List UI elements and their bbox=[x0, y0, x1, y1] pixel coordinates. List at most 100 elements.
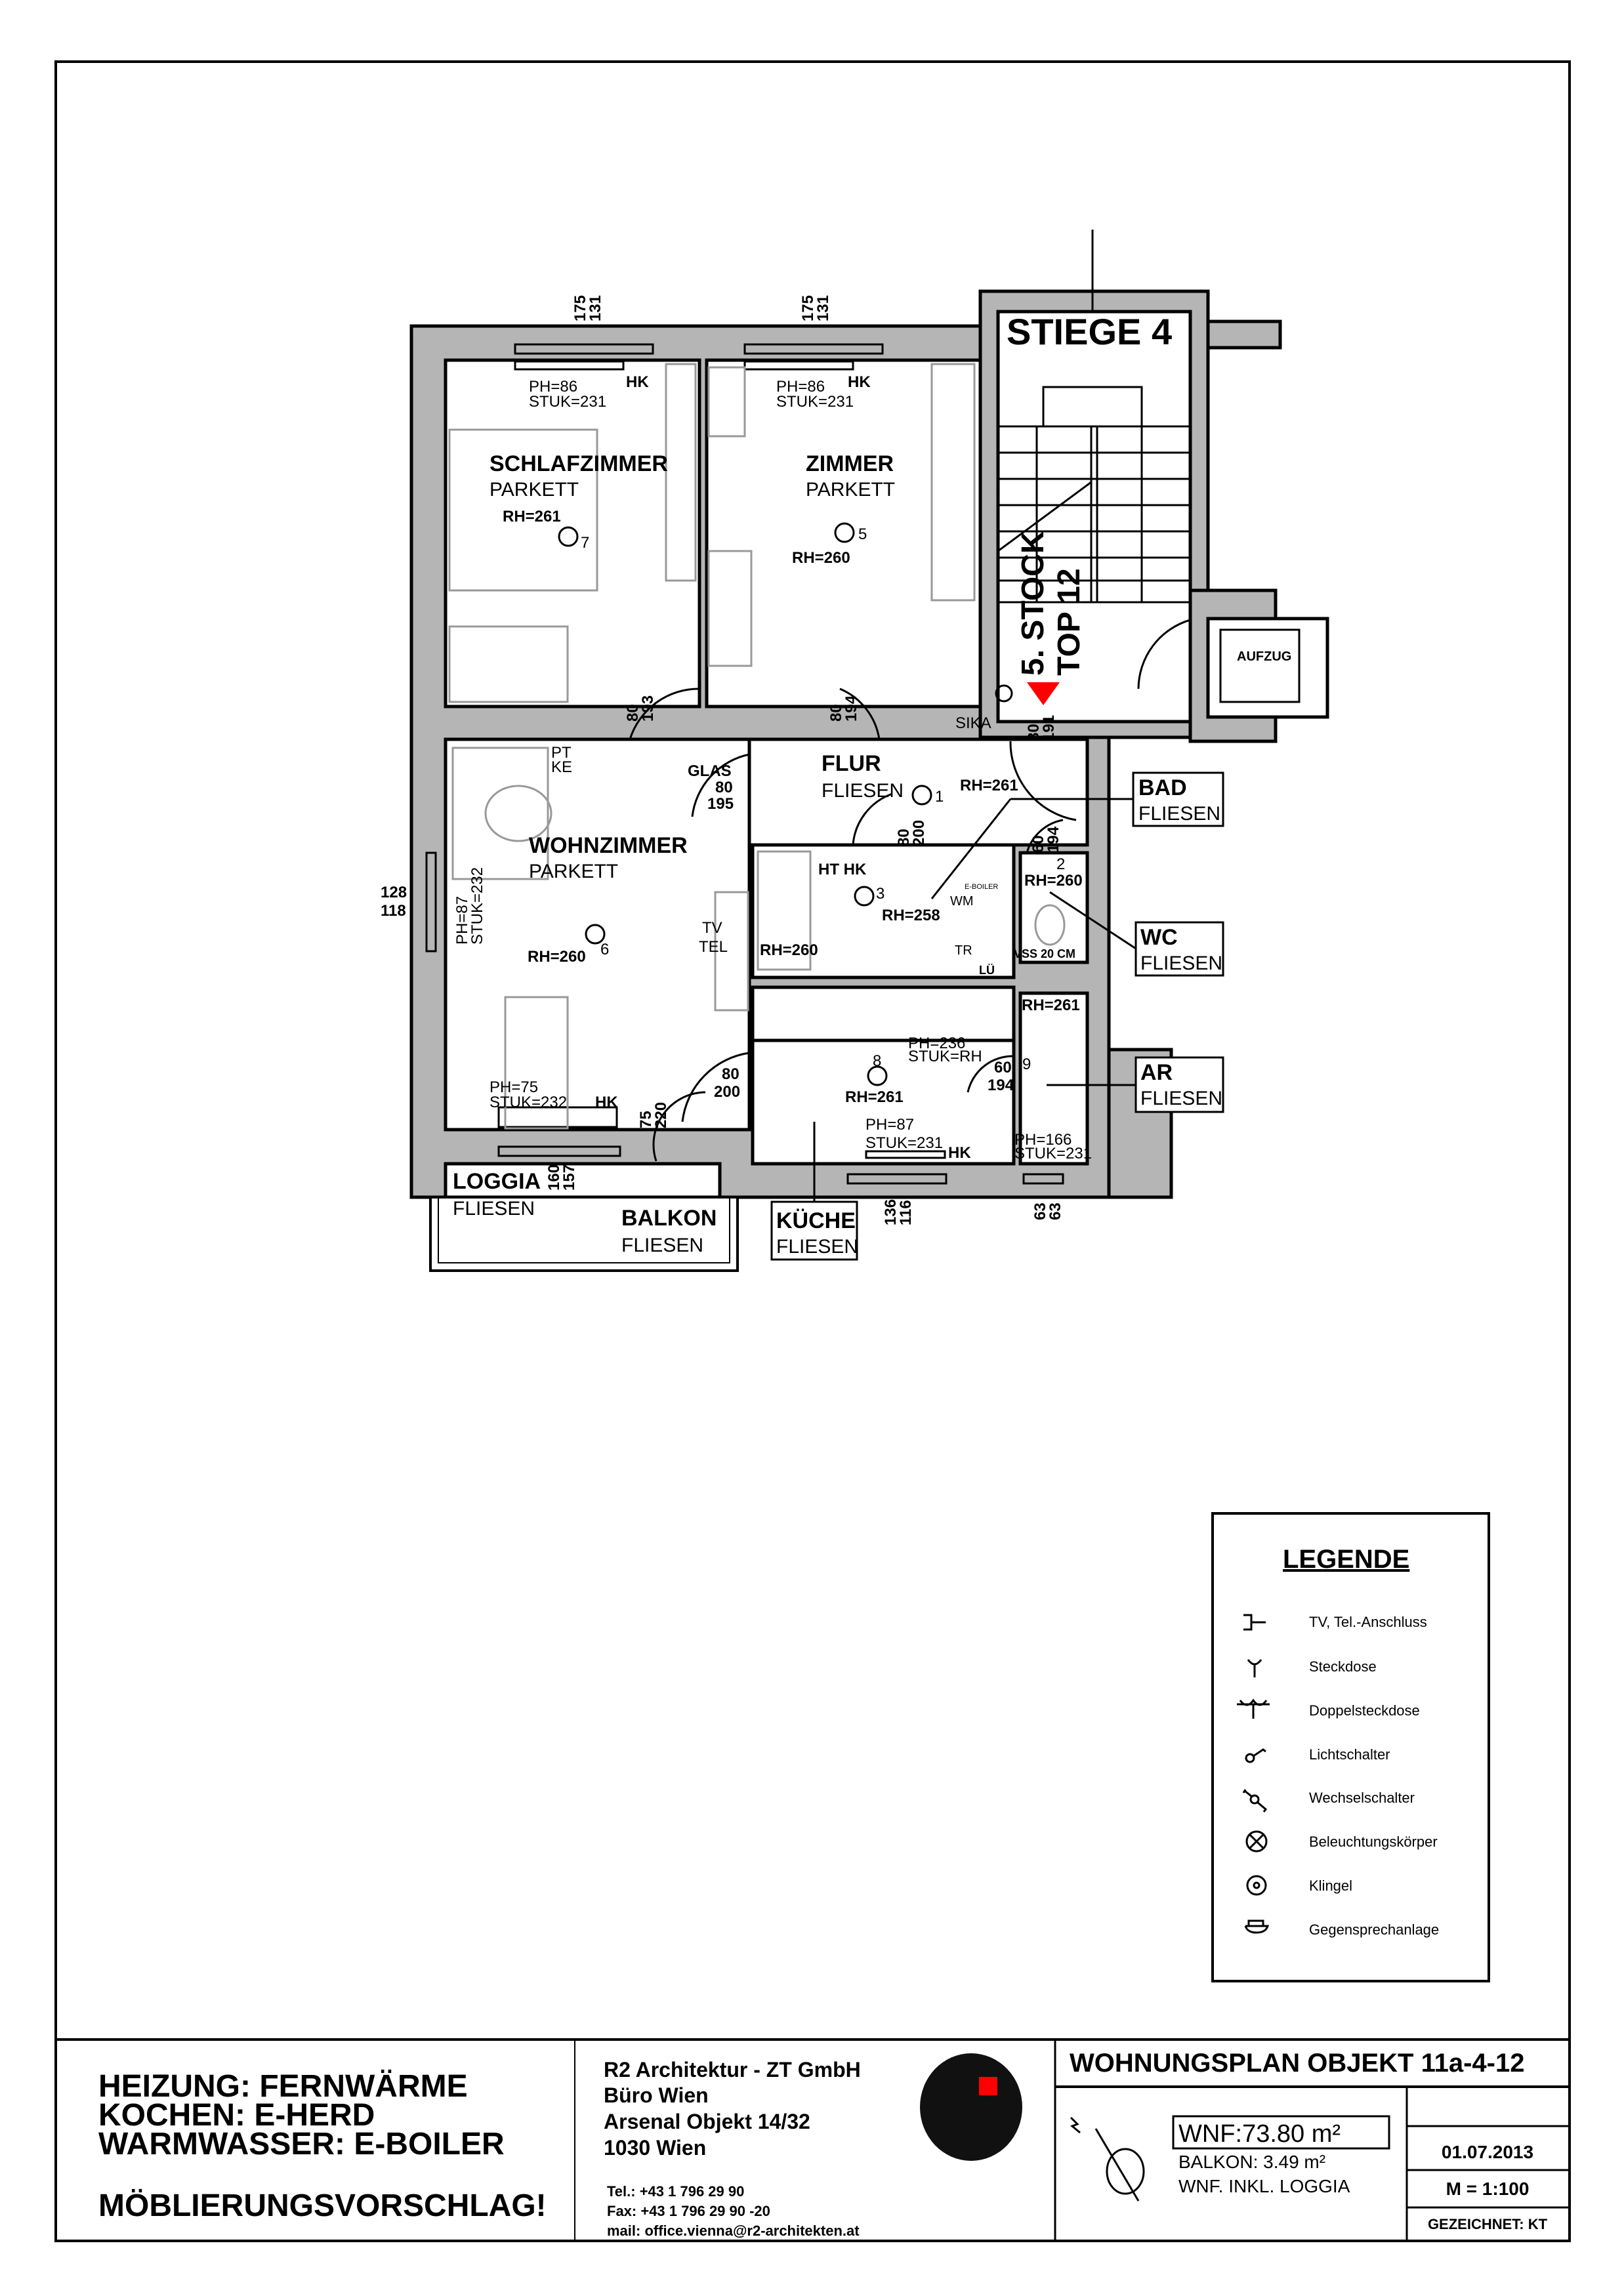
company-phone: Tel.: +43 1 796 29 90 bbox=[607, 2183, 744, 2200]
stairwell bbox=[996, 310, 1192, 724]
dimension-label: 200 bbox=[910, 820, 928, 846]
parapet-height: PH=86 bbox=[776, 378, 825, 396]
circuit-number: 3 bbox=[876, 885, 885, 903]
legend-title: LEGENDE bbox=[1283, 1545, 1409, 1574]
dimension-label: 175 bbox=[572, 295, 589, 321]
circuit-number: 6 bbox=[600, 941, 609, 958]
wardrobe bbox=[665, 363, 697, 582]
room-wohnzimmer bbox=[444, 737, 751, 1132]
parapet-height: PH=87 bbox=[453, 896, 471, 945]
dimension-label: 193 bbox=[639, 695, 657, 722]
heating-info: HEIZUNG: FERNWÄRME bbox=[98, 2069, 468, 2104]
legend-item-label: Beleuchtungskörper bbox=[1309, 1834, 1438, 1850]
dimension-label: 131 bbox=[587, 295, 604, 321]
elevator-cab bbox=[1219, 628, 1301, 703]
dimension-label: 194 bbox=[843, 695, 860, 722]
legend-item-label: Klingel bbox=[1309, 1877, 1352, 1894]
room-name: FLUR bbox=[822, 751, 881, 776]
dimension-label: 80 bbox=[624, 704, 642, 722]
room-bad bbox=[751, 843, 1016, 979]
desk bbox=[707, 366, 746, 438]
boiler-label: E-BOILER bbox=[965, 883, 998, 891]
legend-item-label: Lichtschalter bbox=[1309, 1746, 1390, 1763]
stair-title: STIEGE 4 bbox=[1007, 311, 1172, 352]
lintel-height: STUK=232 bbox=[489, 1094, 567, 1111]
wardrobe bbox=[448, 625, 569, 703]
dimension-label: 60 bbox=[994, 1059, 1012, 1076]
room-name: KÜCHE bbox=[776, 1208, 856, 1233]
room-height: RH=260 bbox=[792, 549, 850, 567]
company-city: 1030 Wien bbox=[604, 2136, 706, 2160]
room-height: RH=260 bbox=[1024, 872, 1083, 890]
radiator-label: HK bbox=[848, 373, 871, 391]
light-fixture-icon bbox=[558, 522, 932, 1086]
north-arrow-icon bbox=[1070, 2116, 1145, 2202]
legend-item-label: Wechselschalter bbox=[1309, 1790, 1415, 1806]
company-office: Büro Wien bbox=[604, 2083, 709, 2107]
socket-icon bbox=[1247, 1659, 1262, 1677]
lintel-height: STUK=231 bbox=[529, 393, 606, 411]
sofa bbox=[451, 747, 549, 880]
room-name: WC bbox=[1140, 925, 1178, 950]
ventilation-label: LÜ bbox=[979, 964, 995, 977]
floor-label: 5. STOCK bbox=[1016, 531, 1051, 676]
dimension-label: 118 bbox=[381, 902, 406, 920]
dimension-label: 195 bbox=[707, 795, 734, 813]
light-fixture-icon bbox=[1245, 1830, 1268, 1853]
plan-date: 01.07.2013 bbox=[1442, 2142, 1533, 2162]
legend-item-label: Gegensprechanlage bbox=[1309, 1921, 1439, 1938]
room-floor: FLIESEN bbox=[822, 780, 904, 802]
room-loggia bbox=[444, 1162, 722, 1199]
room-name: BAD bbox=[1138, 775, 1187, 800]
dimension-label: 63 bbox=[1031, 1202, 1049, 1220]
dimension-label: 75 bbox=[637, 1111, 655, 1128]
lintel-height: STUK=231 bbox=[1014, 1145, 1092, 1162]
title-block: HEIZUNG: FERNWÄRME KOCHEN: E-HERD WARMWA… bbox=[56, 2038, 1570, 2241]
lintel-height: STUK=231 bbox=[776, 393, 854, 411]
dimension-label: 80 bbox=[827, 704, 845, 722]
legend-item-label: Doppelsteckdose bbox=[1309, 1702, 1420, 1719]
room-name: BALKON bbox=[621, 1206, 717, 1231]
legend-item-label: Steckdose bbox=[1309, 1658, 1377, 1675]
room-height: RH=260 bbox=[528, 948, 586, 966]
dimension-label: 157 bbox=[560, 1164, 578, 1191]
room-height: RH=261 bbox=[960, 777, 1018, 794]
washer-label: WM bbox=[950, 894, 974, 909]
tv-label: TV bbox=[702, 919, 722, 937]
dimension-label: 131 bbox=[814, 295, 832, 321]
room-name: SCHLAFZIMMER bbox=[489, 451, 668, 476]
dimension-label: 220 bbox=[652, 1102, 670, 1128]
bell-icon bbox=[1246, 1875, 1267, 1896]
windows bbox=[425, 343, 1064, 1185]
circuit-number: 9 bbox=[1022, 1056, 1031, 1073]
dimension-label: 200 bbox=[714, 1083, 740, 1101]
room-floor: PARKETT bbox=[806, 479, 895, 501]
plan-scale: M = 1:100 bbox=[1446, 2179, 1530, 2199]
dimension-label: 80 bbox=[722, 1065, 739, 1083]
plan-title: WOHNUNGSPLAN OBJEKT 11a-4-12 bbox=[1070, 2049, 1524, 2078]
door-swings bbox=[629, 619, 1191, 1162]
hot-water-info: WARMWASSER: E-BOILER bbox=[98, 2127, 505, 2162]
legend-item-label: TV, Tel.-Anschluss bbox=[1309, 1614, 1427, 1630]
furniture bbox=[448, 363, 1066, 1130]
light-switch-icon bbox=[1245, 1748, 1266, 1763]
dimension-label: 80 bbox=[895, 829, 913, 846]
dimension-labels: 175 131 175 131 128 118 80 193 80 194 80… bbox=[381, 295, 1064, 1225]
area-note: WNF. INKL. LOGGIA bbox=[1178, 2176, 1350, 2196]
room-labels: STIEGE 4 5. STOCK TOP 12 AUFZUG SCHLAFZI… bbox=[453, 311, 1291, 1261]
room-floor: FLIESEN bbox=[1138, 803, 1220, 825]
dimension-label: 194 bbox=[988, 1076, 1014, 1094]
dimension-label: 60 bbox=[1030, 835, 1047, 853]
room-floor: FLIESEN bbox=[1140, 1088, 1222, 1109]
room-wc bbox=[1018, 851, 1089, 964]
radiator-label: HK bbox=[626, 373, 649, 391]
dryer-label: TR bbox=[955, 943, 972, 958]
unit-label: TOP 12 bbox=[1052, 568, 1087, 676]
room-ar bbox=[1018, 991, 1089, 1166]
room-height: RH=261 bbox=[1022, 996, 1080, 1014]
rooms bbox=[429, 310, 1329, 1272]
room-floor: FLIESEN bbox=[621, 1235, 703, 1256]
sika-label: SIKA bbox=[955, 714, 991, 732]
room-floor: FLIESEN bbox=[776, 1236, 858, 1258]
